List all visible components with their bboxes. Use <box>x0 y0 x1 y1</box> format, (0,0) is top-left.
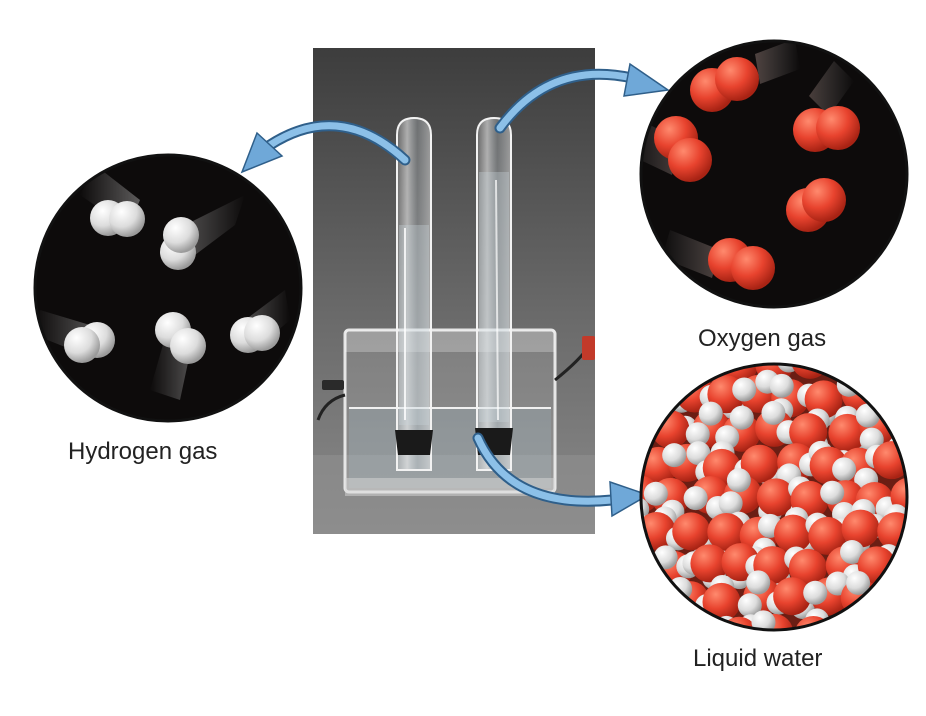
apparatus-photo <box>313 48 595 534</box>
water-molecule <box>732 369 780 413</box>
oxygen-molecule <box>793 106 860 152</box>
water-molecule <box>662 441 711 482</box>
oxygen-molecule <box>786 178 846 232</box>
hydrogen-molecule <box>230 315 280 353</box>
arrow-to-water <box>472 432 650 518</box>
water-molecule <box>718 468 762 516</box>
hydrogen-gas-label: Hydrogen gas <box>68 438 218 465</box>
water-molecule <box>784 546 827 595</box>
water-molecule <box>803 571 850 616</box>
oxygen-molecule <box>708 238 775 290</box>
arrow-to-oxygen <box>494 62 671 134</box>
hydrogen-gas-circle <box>33 153 303 423</box>
hydrogen-molecule <box>155 312 206 364</box>
wires <box>316 336 595 421</box>
test-tube-right <box>475 116 513 471</box>
hydrogen-molecule <box>90 200 145 237</box>
liquid-water-circle <box>639 362 909 632</box>
oxygen-molecule <box>690 57 759 112</box>
hydrogen-molecule <box>160 217 199 270</box>
water-molecule <box>715 405 761 452</box>
arrow-to-hydrogen <box>240 120 411 174</box>
liquid-water-label: Liquid water <box>693 645 823 672</box>
glass-container <box>343 328 557 496</box>
hydrogen-molecule <box>64 322 115 363</box>
test-tube-left <box>395 116 433 471</box>
oxygen-molecule <box>654 116 712 182</box>
water-molecule <box>773 507 818 554</box>
oxygen-gas-label: Oxygen gas <box>698 325 827 352</box>
oxygen-gas-circle <box>639 39 909 309</box>
